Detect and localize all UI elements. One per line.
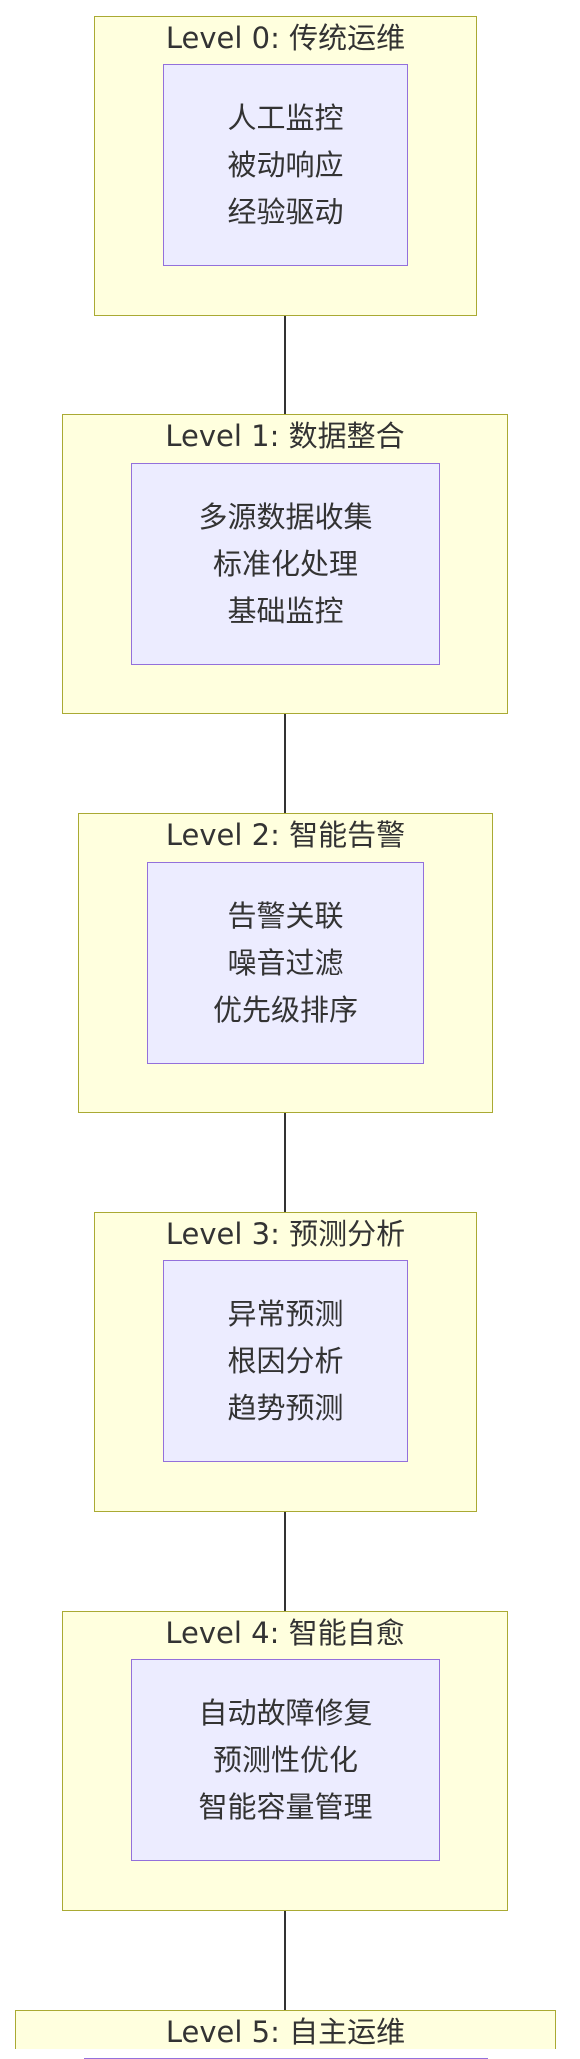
node-level-1: 多源数据收集 标准化处理 基础监控 xyxy=(131,463,440,665)
node-line: 预测性优化 xyxy=(212,1742,358,1777)
cluster-level-5: Level 5: 自主运维 xyxy=(15,2010,556,2049)
node-line: 多源数据收集 xyxy=(198,499,373,534)
node-line: 自动故障修复 xyxy=(198,1695,373,1730)
node-line: 噪音过滤 xyxy=(227,945,344,980)
cluster-title: Level 5: 自主运维 xyxy=(165,2015,406,2049)
node-line: 告警关联 xyxy=(227,898,344,933)
node-line: 优先级排序 xyxy=(212,992,358,1027)
node-line: 标准化处理 xyxy=(212,546,358,581)
node-line: 智能容量管理 xyxy=(198,1789,373,1824)
cluster-title: Level 1: 数据整合 xyxy=(165,419,405,453)
cluster-title: Level 4: 智能自愈 xyxy=(165,1616,405,1650)
node-line: 人工监控 xyxy=(227,100,344,135)
node-level-2: 告警关联 噪音过滤 优先级排序 xyxy=(147,862,424,1064)
node-line: 基础监控 xyxy=(227,593,344,628)
node-line: 异常预测 xyxy=(227,1296,344,1331)
cluster-title: Level 3: 预测分析 xyxy=(165,1217,406,1251)
node-line: 经验驱动 xyxy=(227,194,344,229)
node-level-3: 异常预测 根因分析 趋势预测 xyxy=(163,1260,408,1462)
cluster-title: Level 2: 智能告警 xyxy=(165,818,406,852)
node-line: 趋势预测 xyxy=(227,1390,344,1425)
node-level-4: 自动故障修复 预测性优化 智能容量管理 xyxy=(131,1659,440,1861)
node-line: 被动响应 xyxy=(227,147,344,182)
cluster-title: Level 0: 传统运维 xyxy=(165,21,406,55)
node-level-0: 人工监控 被动响应 经验驱动 xyxy=(163,64,408,266)
node-line: 根因分析 xyxy=(227,1343,344,1378)
